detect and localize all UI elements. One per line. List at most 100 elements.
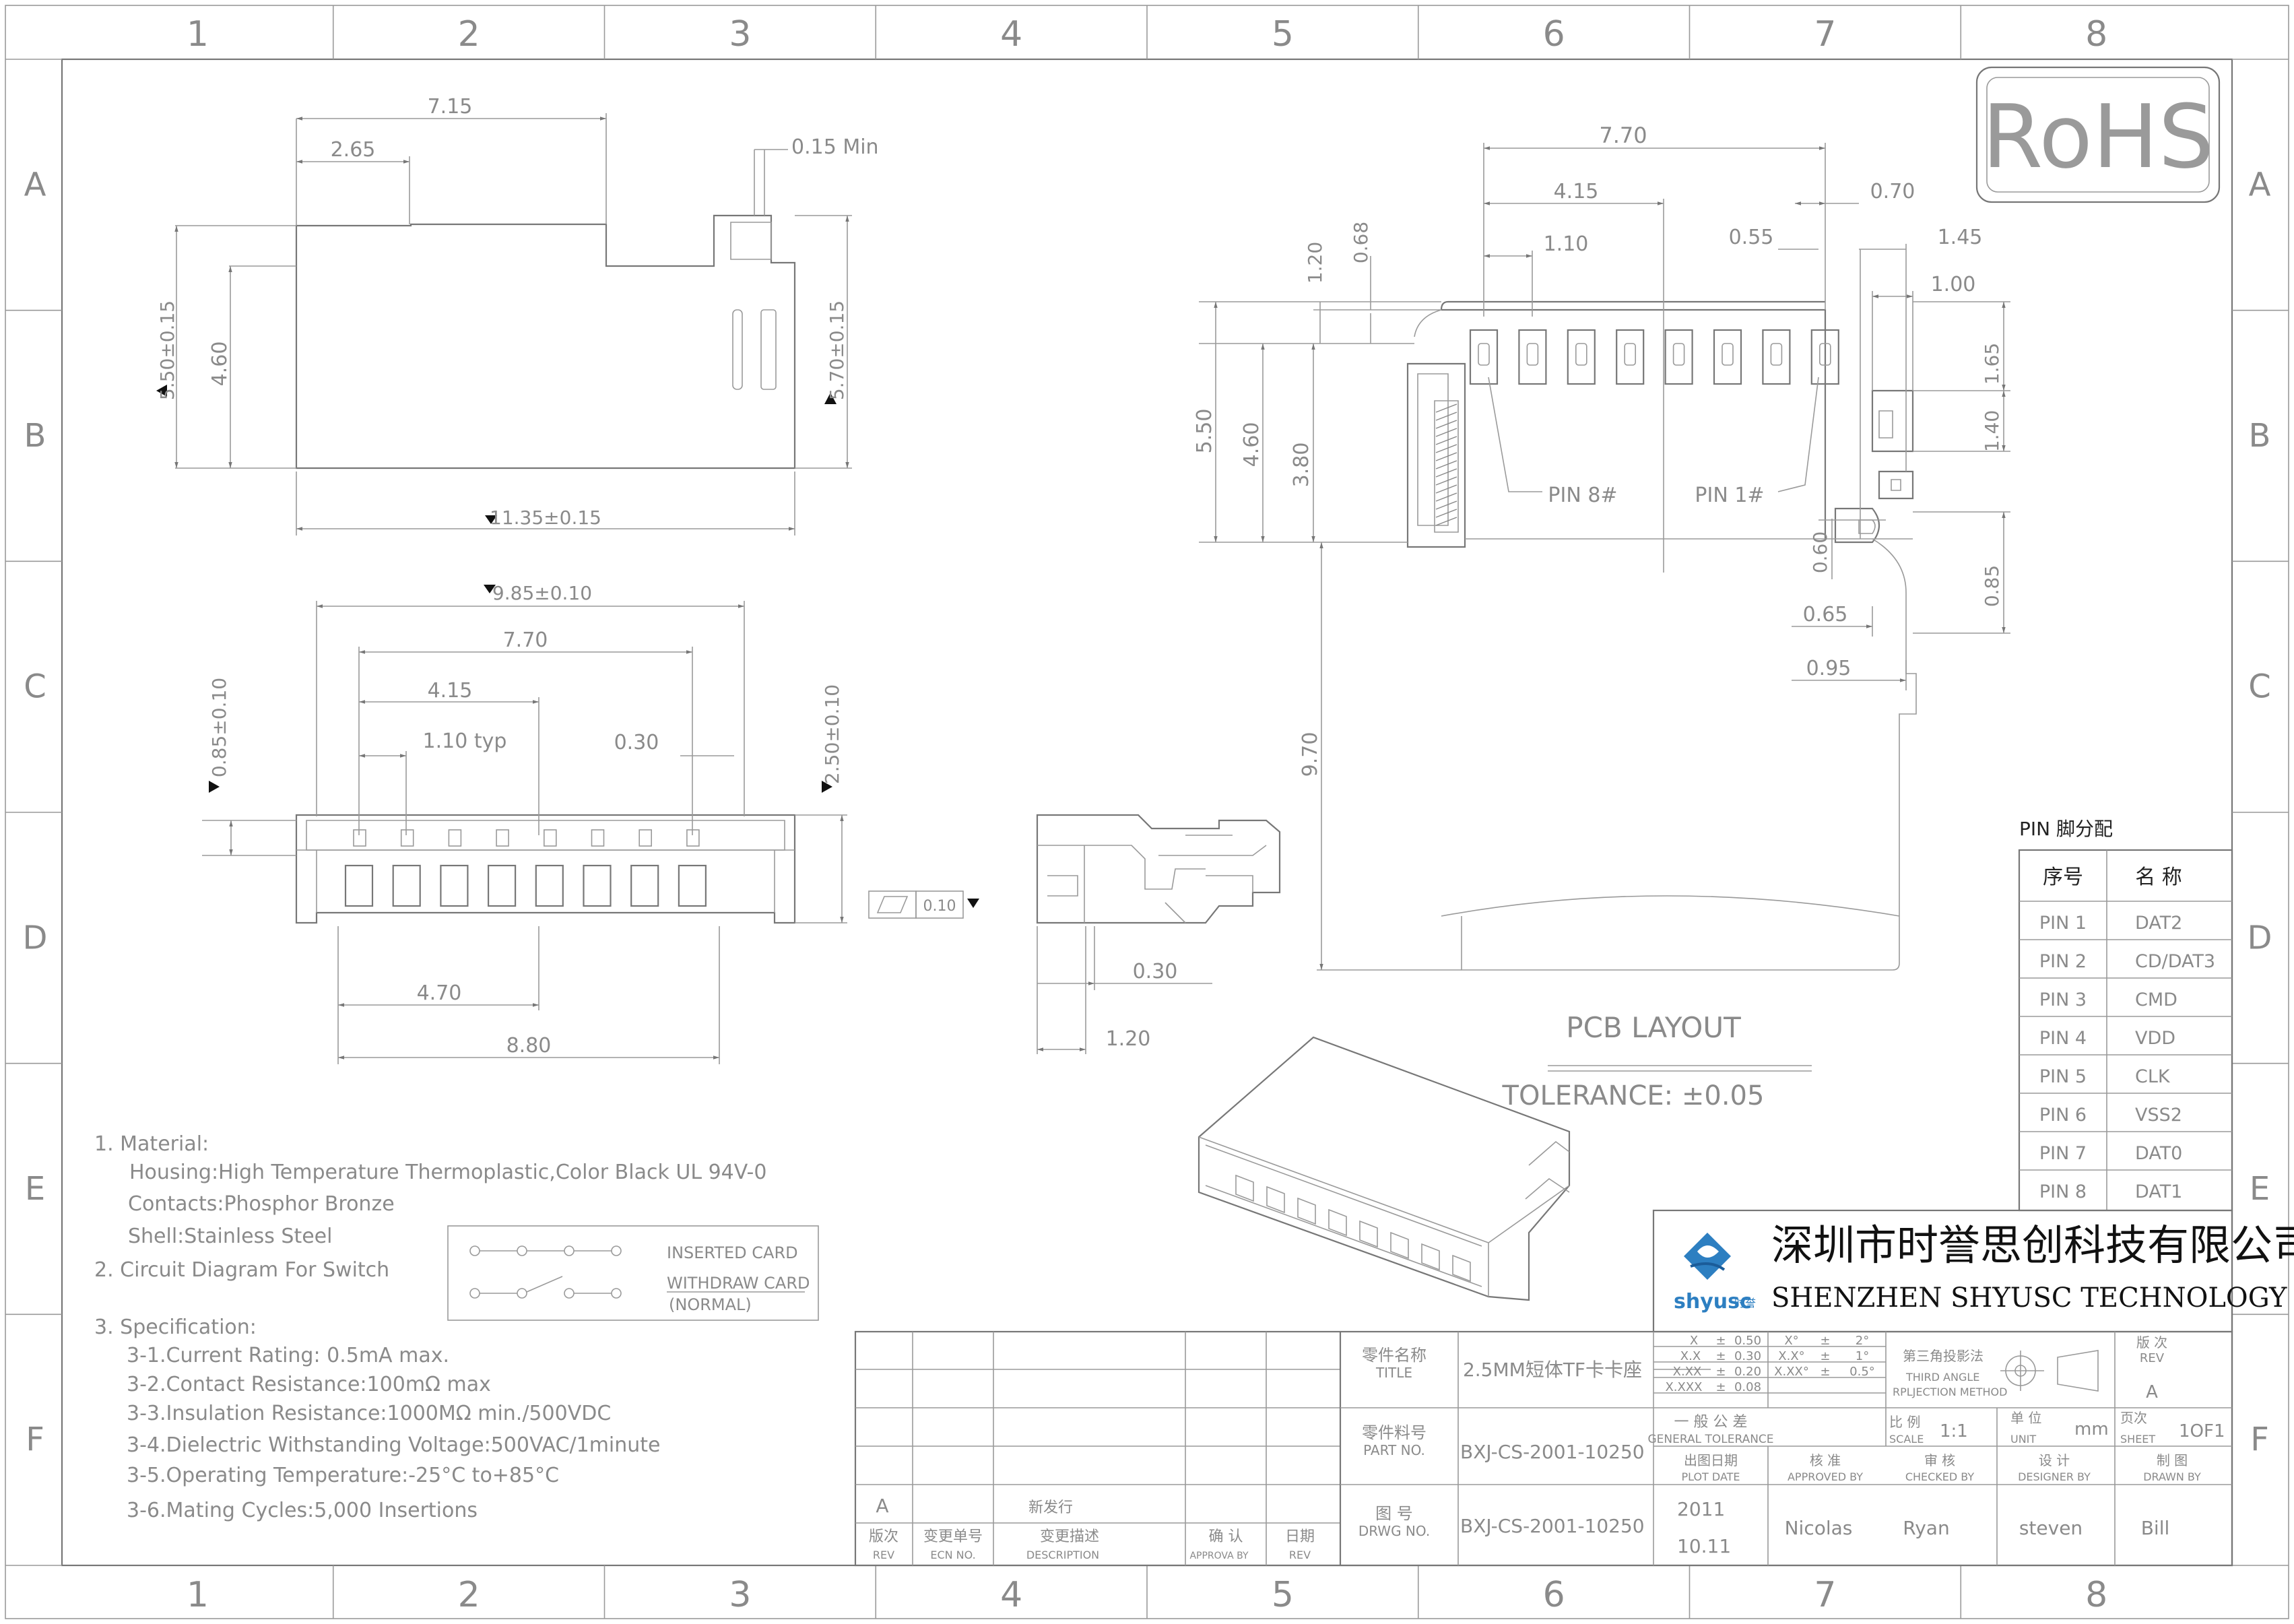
svg-text:0.65: 0.65: [1803, 603, 1848, 626]
pcb-pad: [1664, 329, 1693, 385]
svg-text:11.35±0.15: 11.35±0.15: [490, 507, 601, 529]
svg-text:±: ±: [1715, 1365, 1726, 1379]
svg-text:序号: 序号: [2043, 866, 2083, 889]
svg-text:4.15: 4.15: [1554, 180, 1599, 203]
svg-text:X°: X°: [1784, 1334, 1798, 1348]
border-row-label: F: [2250, 1421, 2269, 1459]
svg-text:SHEET: SHEET: [2120, 1433, 2155, 1446]
svg-text:WITHDRAW CARD: WITHDRAW CARD: [667, 1274, 810, 1293]
svg-text:1.40: 1.40: [1981, 410, 2003, 452]
rohs-label: RoHS: [1982, 86, 2214, 188]
svg-text:2°: 2°: [1856, 1334, 1869, 1348]
pcb-pad: [1469, 329, 1499, 385]
border-row-label: C: [24, 668, 46, 706]
svg-text:0.10: 0.10: [923, 898, 956, 915]
svg-text:Bill: Bill: [2141, 1517, 2170, 1539]
border-column-label: 2: [458, 1575, 480, 1615]
svg-text:设 计: 设 计: [2039, 1452, 2070, 1468]
svg-text:PIN 6: PIN 6: [2039, 1105, 2087, 1126]
svg-text:SCALE: SCALE: [1889, 1433, 1924, 1446]
svg-text:±: ±: [1820, 1334, 1830, 1348]
svg-text:2011: 2011: [1677, 1498, 1725, 1520]
svg-text:UNIT: UNIT: [2010, 1433, 2036, 1446]
svg-text:steven: steven: [2019, 1517, 2083, 1539]
front-pin-window: [344, 864, 374, 907]
border-column-label: 5: [1272, 1575, 1294, 1615]
svg-text:BXJ-CS-2001-10250: BXJ-CS-2001-10250: [1460, 1515, 1645, 1537]
svg-text:BXJ-CS-2001-10250: BXJ-CS-2001-10250: [1460, 1441, 1645, 1463]
svg-text:9.85±0.10: 9.85±0.10: [492, 582, 592, 604]
svg-text:核 准: 核 准: [1810, 1452, 1841, 1468]
svg-text:图 号: 图 号: [1375, 1504, 1413, 1523]
svg-text:时誉: 时誉: [1734, 1297, 1756, 1309]
svg-text:0.15 Min: 0.15 Min: [791, 135, 879, 159]
border-row-label: D: [23, 919, 48, 956]
svg-text:第三角投影法: 第三角投影法: [1903, 1348, 1984, 1364]
svg-text:Contacts:Phosphor Bronze: Contacts:Phosphor Bronze: [128, 1192, 395, 1216]
svg-text:TOLERANCE: ±0.05: TOLERANCE: ±0.05: [1502, 1080, 1765, 1111]
notes: 1. Material: Housing:High Temperature Th…: [94, 1132, 766, 1522]
svg-text:5.50±0.15: 5.50±0.15: [156, 300, 178, 400]
svg-text:日期: 日期: [1285, 1528, 1315, 1545]
border-column-label: 3: [729, 1575, 751, 1615]
company-block: shyusc 时誉 深圳市时誉思创科技有限公司 SHENZHEN SHYUSC …: [1652, 1209, 2294, 1333]
svg-text:TITLE: TITLE: [1375, 1365, 1412, 1381]
svg-text:版 次: 版 次: [2136, 1334, 2167, 1351]
svg-text:1.20: 1.20: [1106, 1027, 1151, 1051]
svg-text:DRAWN BY: DRAWN BY: [2143, 1470, 2201, 1483]
pcb-pad-inner: [1722, 343, 1734, 366]
pcb-pad-inner: [1575, 343, 1587, 366]
svg-text:4.15: 4.15: [428, 679, 473, 703]
svg-text:5.70±0.15: 5.70±0.15: [826, 300, 848, 400]
svg-text:0.50: 0.50: [1734, 1334, 1761, 1348]
svg-text:1OF1: 1OF1: [2179, 1421, 2225, 1441]
front-pin-window: [630, 864, 659, 907]
front-pin-window: [487, 864, 517, 907]
svg-text:REV: REV: [873, 1549, 894, 1561]
svg-text:1°: 1°: [1856, 1349, 1869, 1363]
svg-text:REV: REV: [1289, 1549, 1311, 1561]
svg-text:3-6.Mating Cycles:5,000 Insert: 3-6.Mating Cycles:5,000 Insertions: [127, 1499, 478, 1522]
svg-text:3-4.Dielectric Withstanding Vo: 3-4.Dielectric Withstanding Voltage:500V…: [127, 1433, 661, 1457]
svg-text:mm: mm: [2074, 1419, 2109, 1439]
svg-text:0.85: 0.85: [1981, 565, 2003, 607]
iso-contact-window: [1421, 1243, 1440, 1271]
svg-text:确 认: 确 认: [1209, 1528, 1243, 1545]
svg-text:PCB LAYOUT: PCB LAYOUT: [1566, 1011, 1741, 1044]
svg-text:页次: 页次: [2120, 1410, 2147, 1426]
svg-text:新发行: 新发行: [1028, 1499, 1073, 1516]
svg-text:3-2.Contact Resistance:100mΩ m: 3-2.Contact Resistance:100mΩ max: [127, 1373, 491, 1396]
svg-text:GENERAL TOLERANCE: GENERAL TOLERANCE: [1647, 1433, 1773, 1446]
svg-text:PIN 7: PIN 7: [2039, 1143, 2087, 1164]
svg-text:X.XX°: X.XX°: [1774, 1365, 1809, 1379]
border-column-label: 4: [1000, 14, 1022, 55]
svg-text:PIN 8: PIN 8: [2039, 1181, 2087, 1202]
top-view: 7.15 2.65 0.15 Min 5.50±0.15 4.60 5.70±0…: [156, 95, 879, 535]
border-column-label: 5: [1272, 14, 1294, 55]
company-name-cn: 深圳市时誉思创科技有限公司: [1771, 1221, 2294, 1270]
pcb-pad-inner: [1526, 343, 1539, 366]
iso-contact-window: [1359, 1220, 1378, 1248]
svg-text:0.95: 0.95: [1806, 657, 1851, 680]
svg-text:10.11: 10.11: [1677, 1535, 1731, 1557]
svg-text:CHECKED BY: CHECKED BY: [1905, 1470, 1975, 1483]
pcb-pad-inner: [1770, 343, 1783, 366]
svg-text:PIN 1#: PIN 1#: [1695, 484, 1764, 507]
svg-text:REV: REV: [2140, 1351, 2165, 1365]
svg-text:0.30: 0.30: [1734, 1349, 1761, 1363]
svg-text:制 图: 制 图: [2157, 1452, 2188, 1468]
svg-text:PIN 8#: PIN 8#: [1548, 484, 1617, 507]
svg-text:8.80: 8.80: [506, 1034, 552, 1058]
svg-text:0.85±0.10: 0.85±0.10: [208, 678, 230, 777]
border-column-label: 1: [187, 14, 209, 55]
svg-text:(NORMAL): (NORMAL): [669, 1295, 752, 1314]
svg-text:DESIGNER BY: DESIGNER BY: [2018, 1470, 2091, 1483]
border-row-label: C: [2248, 668, 2271, 706]
svg-text:1:1: 1:1: [1940, 1421, 1968, 1441]
border-column-label: 6: [1543, 1575, 1565, 1615]
svg-text:7.70: 7.70: [503, 628, 548, 652]
isometric-view: [1198, 1036, 1571, 1301]
svg-text:CLK: CLK: [2135, 1066, 2171, 1087]
svg-text:CD/DAT3: CD/DAT3: [2135, 951, 2215, 972]
